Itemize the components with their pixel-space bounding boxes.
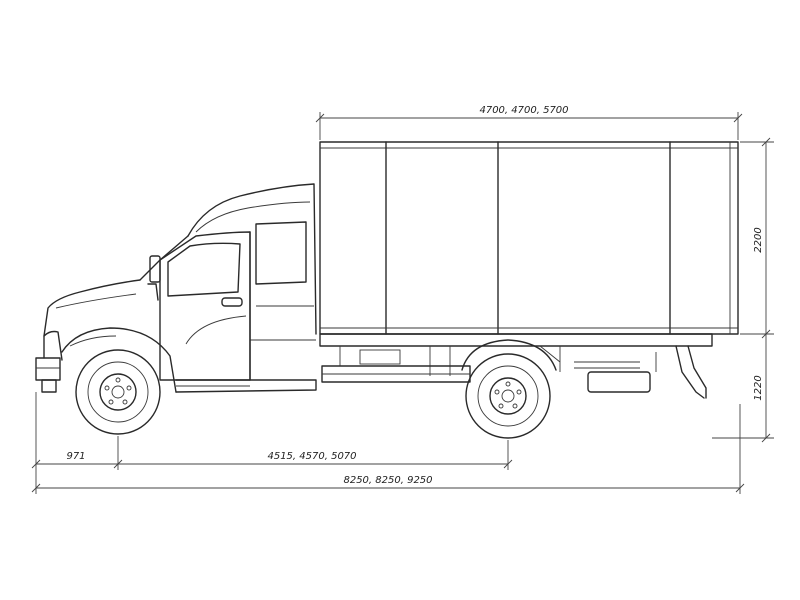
floor-height-label: 1220 <box>753 375 764 400</box>
overall-length-label: 8250, 8250, 9250 <box>343 475 432 486</box>
body-height-label: 2200 <box>753 227 764 252</box>
cargo-box <box>319 141 739 335</box>
body-length-label: 4700, 4700, 5700 <box>479 105 568 116</box>
front-overhang-label: 971 <box>66 451 85 462</box>
front-wheel <box>75 349 161 435</box>
rear-wheel <box>461 339 557 439</box>
cab <box>35 183 317 393</box>
dimension-lines <box>31 112 774 494</box>
chassis-frame <box>319 333 713 399</box>
wheelbase-label: 4515, 4570, 5070 <box>267 451 356 462</box>
